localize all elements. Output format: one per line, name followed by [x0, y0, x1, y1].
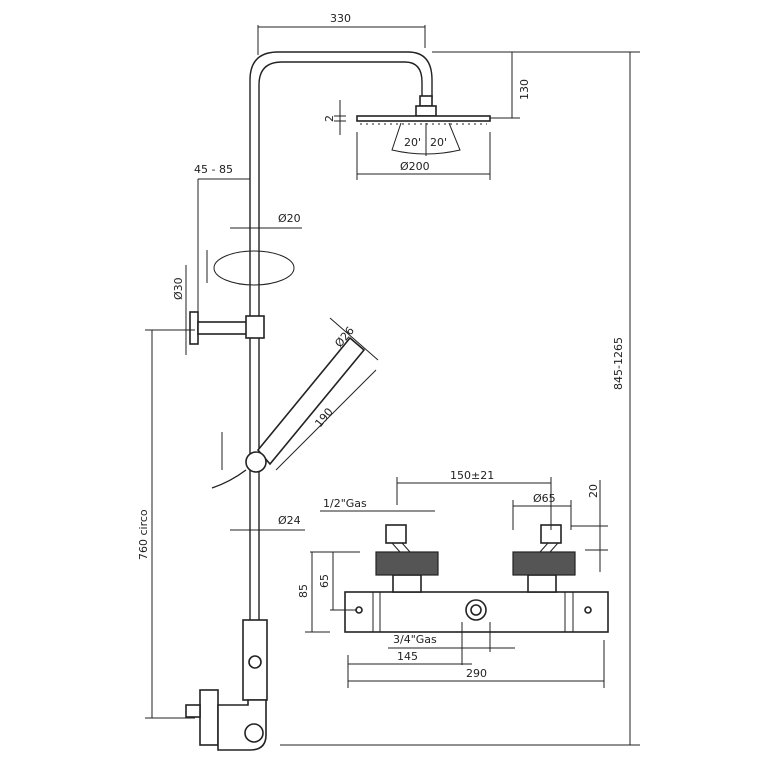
dim-half-gas-label: 1/2"Gas — [323, 497, 367, 510]
dim-heights: 130 845-1265 — [280, 51, 640, 746]
dim-pipe-lower: Ø24 — [230, 514, 305, 531]
dim-arm-length: 330 — [257, 12, 426, 55]
dim-760-label: 760 circo — [137, 509, 150, 560]
dim-45-85-label: 45 - 85 — [194, 163, 233, 176]
dim-head-diameter: Ø200 — [356, 132, 491, 180]
dim-head-thickness: 2 20' 20' — [323, 100, 447, 149]
dim-three-quarter-gas-label: 3/4"Gas — [393, 633, 437, 646]
hand-shower: Ø26 190 — [211, 317, 379, 489]
rotation-arrow-icon — [213, 250, 295, 286]
dim-2-label: 2 — [323, 115, 336, 122]
shower-head — [356, 95, 491, 156]
dim-150-label: 150±21 — [450, 469, 494, 482]
dim-30-label: Ø30 — [172, 277, 185, 300]
dim-wall-distance: 45 - 85 — [194, 163, 250, 320]
wall-bracket: Ø30 — [172, 265, 265, 355]
dim-85-label: 85 — [297, 584, 310, 598]
dim-65-label: 65 — [318, 574, 331, 588]
valve-dimensions: 150±21 1/2"Gas Ø65 20 85 65 3/4"Gas 145 … — [297, 469, 608, 688]
angle-right-label: 20' — [430, 136, 447, 149]
riser-pipe — [249, 51, 433, 620]
dim-total-height-label: 845-1265 — [612, 337, 625, 390]
dim-65-diameter-label: Ø65 — [533, 492, 556, 505]
dim-mount-height: 760 circo — [137, 329, 195, 719]
dim-200-label: Ø200 — [400, 160, 430, 173]
dim-145-label: 145 — [397, 650, 418, 663]
thermostatic-valve — [344, 524, 609, 633]
escutcheon-right — [512, 551, 576, 576]
dim-24-label: Ø24 — [278, 514, 301, 527]
dim-pipe-upper: Ø20 — [206, 212, 302, 286]
escutcheon-left — [375, 551, 439, 576]
dim-20-label: Ø20 — [278, 212, 301, 225]
dim-290-label: 290 — [466, 667, 487, 680]
dim-130-label: 130 — [518, 79, 531, 100]
angle-left-label: 20' — [404, 136, 421, 149]
lower-connector — [185, 619, 268, 751]
dim-20-depth-label: 20 — [587, 484, 600, 498]
dim-330-label: 330 — [330, 12, 351, 25]
